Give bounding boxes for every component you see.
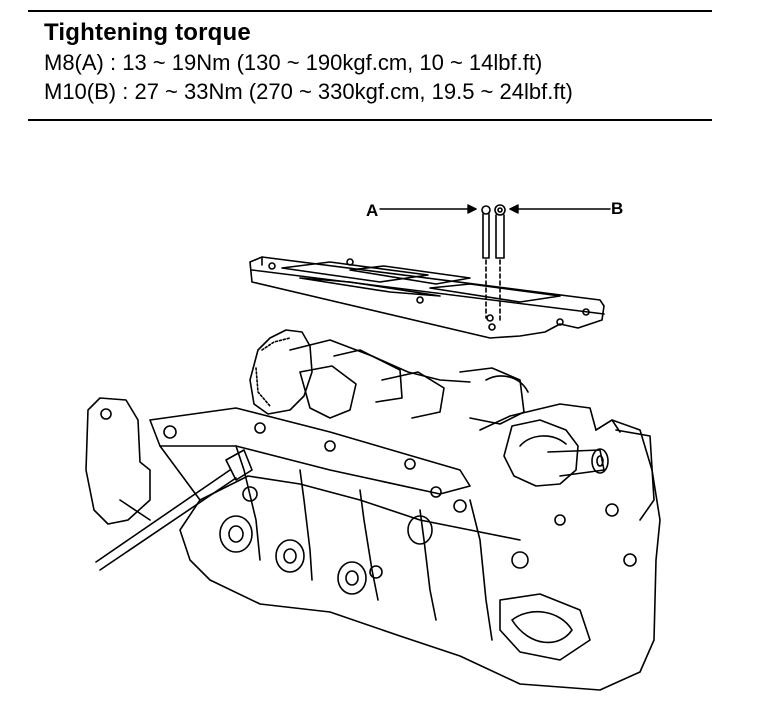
crankshaft xyxy=(289,339,609,487)
callout-label-a: A xyxy=(366,201,379,220)
top-rule xyxy=(28,10,712,12)
torque-wrench xyxy=(95,449,253,571)
spec-line-m8: M8(A) : 13 ~ 19Nm (130 ~ 190kgf.cm, 10 ~… xyxy=(44,50,543,75)
bottom-rule xyxy=(28,119,712,121)
cylinder-block xyxy=(85,397,661,691)
timing-sprocket xyxy=(249,329,313,415)
bolt-a xyxy=(481,205,491,259)
spec-title: Tightening torque xyxy=(44,19,251,46)
engine-block-illustration xyxy=(85,204,661,691)
bolt-b xyxy=(494,204,506,259)
spec-line-m10: M10(B) : 27 ~ 33Nm (270 ~ 330kgf.cm, 19.… xyxy=(44,79,573,104)
callout-label-b: B xyxy=(611,199,624,218)
callout-leaders xyxy=(379,204,611,214)
ladder-plate xyxy=(249,256,605,339)
torque-spec: Tightening torque M8(A) : 13 ~ 19Nm (130… xyxy=(44,18,573,106)
